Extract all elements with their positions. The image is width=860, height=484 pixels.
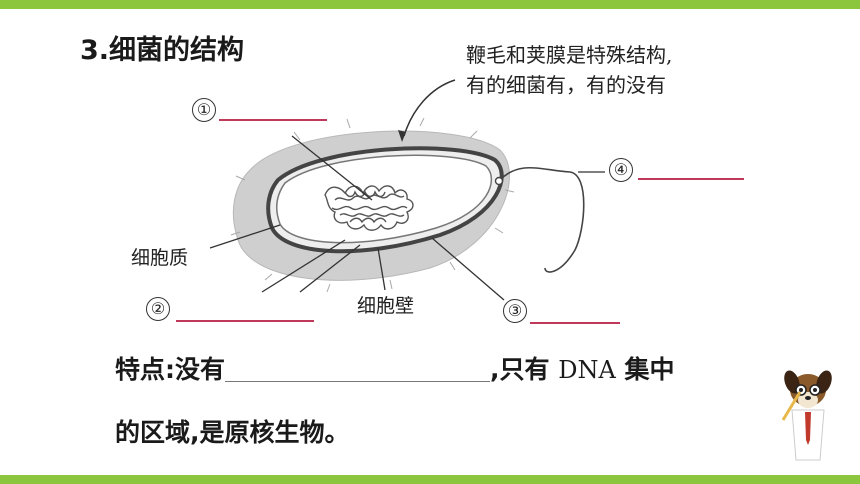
leader-lines [209, 135, 605, 301]
capsule-hairs [230, 117, 515, 293]
note-line-2: 有的细菌有，有的没有 [466, 73, 666, 97]
top-accent-bar [0, 0, 860, 9]
feature-line-1: 特点:没有 ,只有 DNA 集中 [115, 350, 675, 386]
label-number-2: ② [146, 297, 170, 321]
feature-dna: DNA [558, 356, 616, 384]
feature-suffix: 集中 [624, 355, 675, 384]
label-number-3: ③ [503, 299, 527, 323]
answer-blank-2[interactable] [176, 320, 314, 322]
feature-line-2: 的区域,是原核生物。 [115, 418, 350, 447]
flagellum [499, 166, 585, 273]
note-line-1: 鞭毛和荚膜是特殊结构, [466, 43, 673, 67]
annotation-note: 鞭毛和荚膜是特殊结构, 有的细菌有，有的没有 [466, 40, 672, 100]
dog-mascot-icon [781, 370, 832, 461]
answer-blank-1[interactable] [219, 119, 327, 121]
label-cell-wall: 细胞壁 [357, 295, 415, 317]
note-arrow [403, 79, 456, 137]
answer-blank-3[interactable] [530, 322, 620, 324]
feature-after-blank: ,只有 [490, 355, 550, 384]
answer-blank-4[interactable] [638, 178, 744, 180]
label-number-1: ① [192, 98, 216, 122]
note-arrow-head [398, 130, 406, 142]
label-number-4: ④ [609, 158, 633, 182]
feature-prefix: 特点:没有 [115, 355, 225, 384]
bottom-accent-bar [0, 475, 860, 484]
section-heading: 3.细菌的结构 [80, 35, 245, 66]
label-cytoplasm: 细胞质 [131, 247, 189, 269]
feature-answer-blank[interactable] [225, 357, 490, 382]
cell-membrane [276, 154, 493, 244]
